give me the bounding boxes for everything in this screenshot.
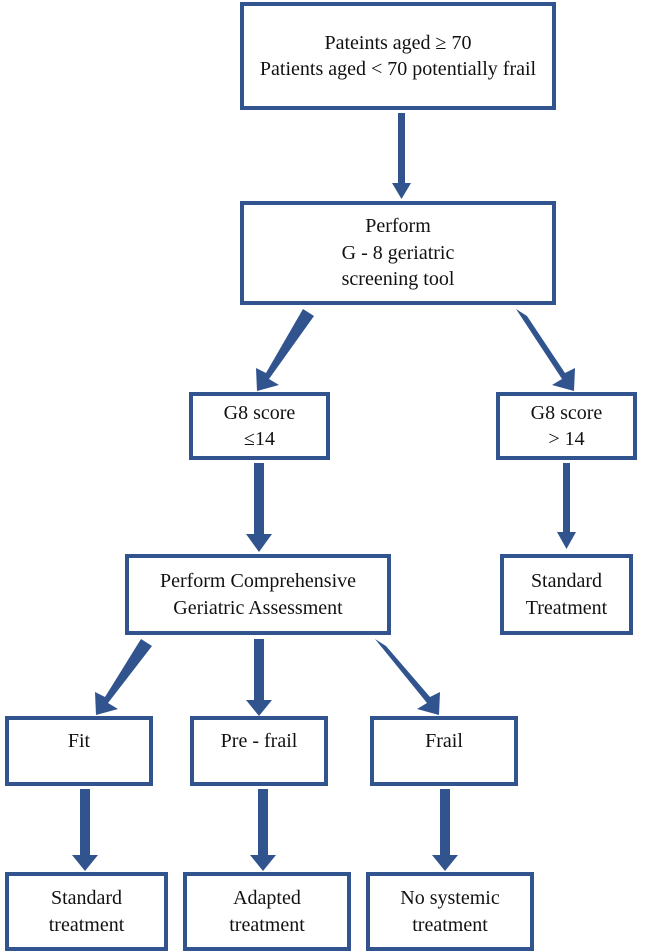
node-g8-score-high-label: G8 score > 14: [530, 401, 603, 450]
arrow-g8-to-score-high: [516, 309, 575, 391]
node-adapted-treatment[interactable]: Adapted treatment: [183, 872, 351, 951]
node-frail[interactable]: Frail: [370, 716, 518, 786]
node-patients-label: Pateints aged ≥ 70 Patients aged < 70 po…: [259, 31, 537, 80]
node-adapted-treatment-label: Adapted treatment: [229, 887, 305, 936]
node-patients[interactable]: Pateints aged ≥ 70 Patients aged < 70 po…: [240, 2, 556, 110]
node-g8-score-low[interactable]: G8 score ≤14: [189, 392, 330, 460]
arrow-cga-to-pre-frail: [246, 639, 272, 716]
node-cga-label: Perform Comprehensive Geriatric Assessme…: [159, 570, 357, 619]
arrow-cga-to-fit: [95, 639, 152, 715]
arrow-frail-to-no-systemic: [432, 789, 458, 871]
node-standard-treatment-bottom-label: Standard treatment: [48, 887, 125, 936]
node-frail-label: Frail: [425, 730, 463, 752]
node-standard-treatment-right[interactable]: Standard Treatment: [500, 554, 633, 635]
node-pre-frail-label: Pre - frail: [220, 730, 298, 752]
node-standard-treatment-bottom[interactable]: Standard treatment: [5, 872, 168, 951]
arrow-pre-frail-to-adapted: [250, 789, 276, 871]
node-fit[interactable]: Fit: [5, 716, 153, 786]
node-fit-label: Fit: [67, 730, 91, 752]
arrow-g8-to-score-low: [256, 309, 314, 391]
node-perform-g8-label: Perform G - 8 geriatric screening tool: [341, 215, 455, 291]
arrow-fit-to-standard: [72, 789, 98, 871]
node-g8-score-high[interactable]: G8 score > 14: [496, 392, 637, 460]
node-no-systemic-treatment[interactable]: No systemic treatment: [366, 872, 534, 951]
node-cga[interactable]: Perform Comprehensive Geriatric Assessme…: [125, 554, 391, 635]
arrow-cga-to-frail: [375, 639, 440, 715]
node-standard-treatment-right-label: Standard Treatment: [525, 570, 608, 619]
node-g8-score-low-label: G8 score ≤14: [223, 401, 296, 450]
arrow-score-low-to-cga: [246, 463, 272, 552]
arrow-patients-to-g8: [392, 113, 411, 199]
node-perform-g8[interactable]: Perform G - 8 geriatric screening tool: [240, 201, 556, 305]
node-pre-frail[interactable]: Pre - frail: [190, 716, 328, 786]
node-no-systemic-treatment-label: No systemic treatment: [400, 887, 500, 936]
arrow-score-high-to-standard: [557, 463, 576, 549]
